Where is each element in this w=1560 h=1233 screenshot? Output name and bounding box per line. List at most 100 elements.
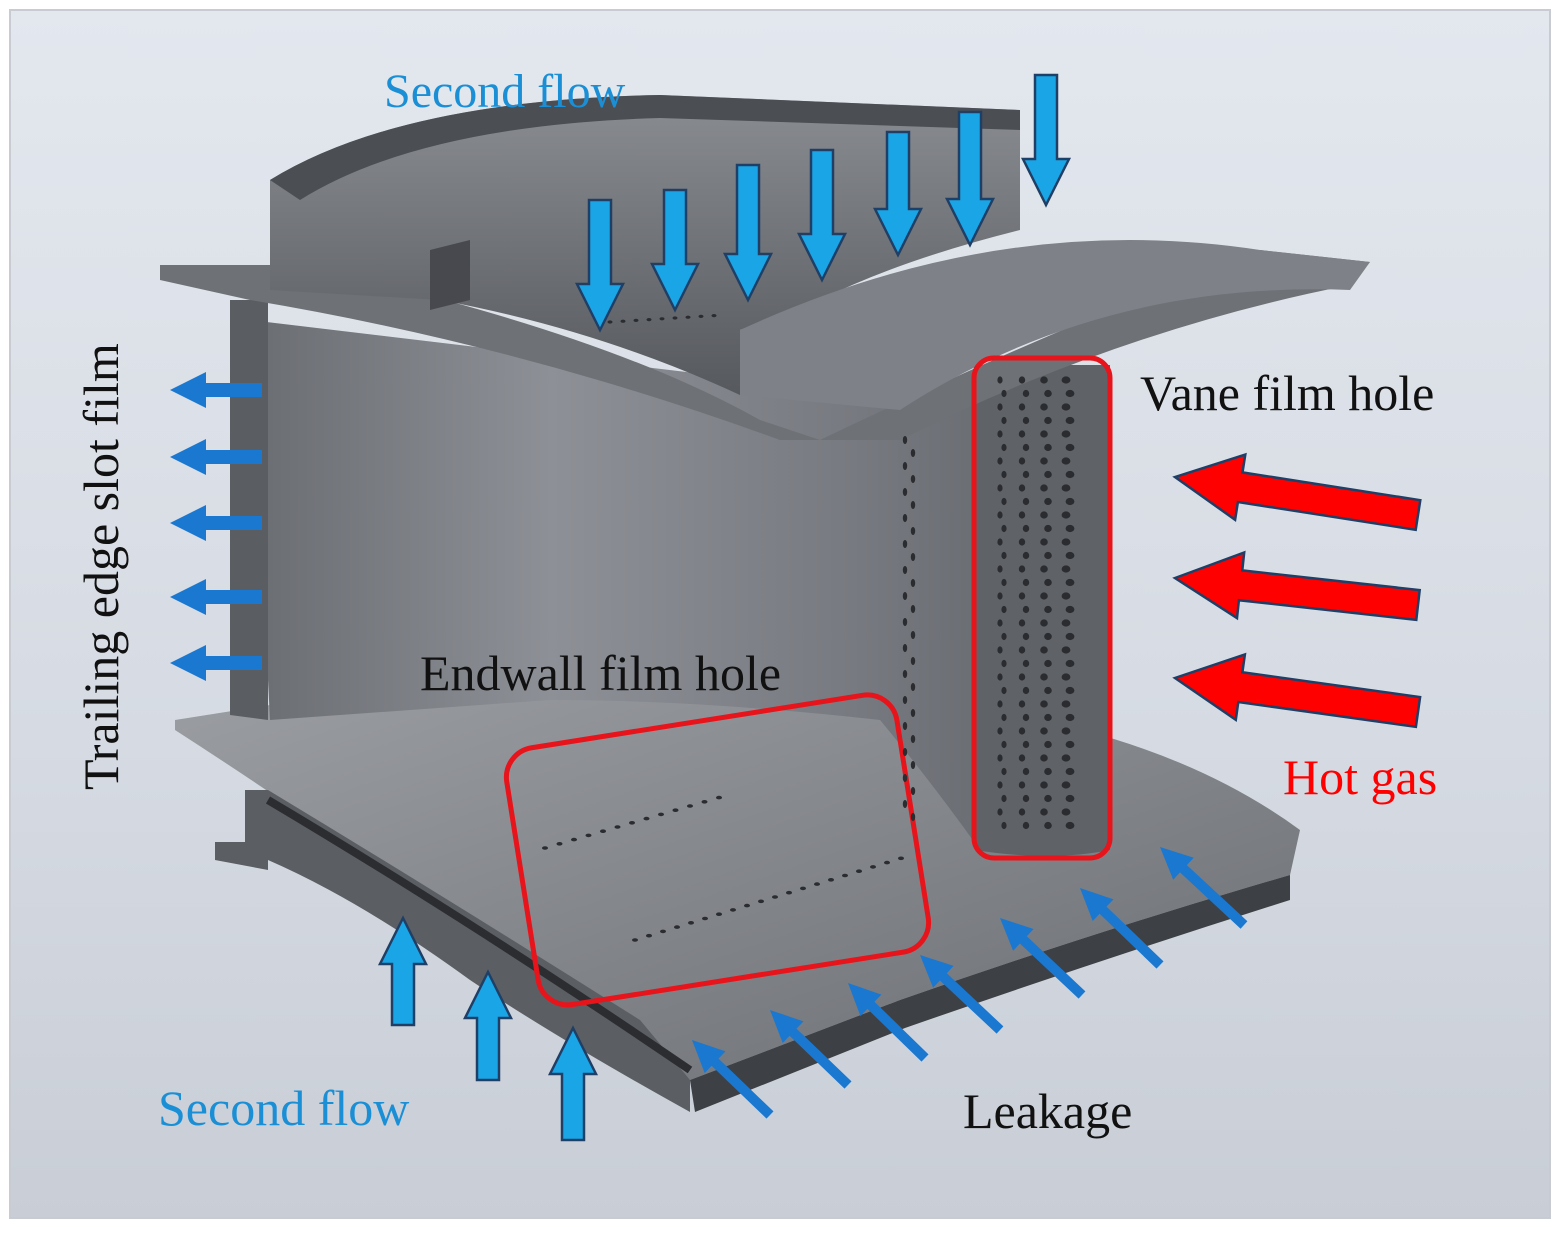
vane-film-hole (1001, 524, 1007, 533)
arrow-left-icon (1172, 550, 1422, 622)
vane-film-hole (910, 605, 916, 613)
vane-film-hole (1044, 551, 1052, 560)
vane-film-hole (902, 462, 908, 470)
vane-film-hole (997, 646, 1003, 654)
arrow-left-icon (170, 372, 262, 408)
arrow-diagonal-icon (692, 1040, 774, 1119)
vane-film-hole (1018, 592, 1026, 600)
vane-film-hole (1001, 605, 1007, 614)
leakage-arrows (692, 847, 1248, 1119)
vane-film-hole (1001, 497, 1007, 506)
hot-gas-label: Hot gas (1283, 749, 1438, 805)
endwall-film-hole (585, 833, 592, 838)
vane-film-hole (1040, 727, 1048, 735)
vane-film-hole (1018, 781, 1026, 789)
endwall-film-hole (688, 921, 694, 925)
vane-film-hole (1065, 605, 1075, 614)
vane-film-hole (1061, 430, 1071, 438)
vane-film-hole (1061, 457, 1071, 465)
vane-film-hole (1040, 700, 1048, 708)
vane-film-hole (1040, 646, 1048, 654)
second-flow-bottom-label: Second flow (158, 1080, 410, 1136)
arrow-diagonal-icon (1080, 888, 1164, 969)
arrow-up-icon (377, 915, 429, 1027)
vane-film-hole (910, 683, 916, 691)
vane-film-hole (902, 436, 908, 444)
arrow-left-icon (170, 645, 262, 681)
vane-film-hole (1061, 403, 1071, 411)
vane-film-hole (902, 618, 908, 626)
vane-film-hole (1065, 416, 1075, 425)
vane-film-hole (1065, 470, 1075, 479)
vane-film-hole (910, 579, 916, 587)
endwall-film-hole (716, 912, 722, 916)
vane-film-hole (910, 735, 916, 743)
vane-film-hole (1065, 632, 1075, 641)
vane-film-hole (1022, 470, 1030, 479)
arrow-up-icon (462, 969, 514, 1082)
vane-film-hole (1065, 389, 1075, 398)
vane-film-hole (1022, 416, 1030, 425)
vane-film-hole (1044, 605, 1052, 614)
vane-film-hole (902, 748, 908, 756)
vane-film-hole (1044, 416, 1052, 425)
vane-film-hole (1040, 484, 1048, 492)
arrow-down-icon (872, 130, 924, 258)
arrow-left-icon (170, 579, 262, 615)
endwall-film-hole (870, 865, 876, 869)
endwall-film-hole (658, 812, 664, 817)
leakage-label: Leakage (963, 1083, 1133, 1139)
vane-film-hole (1018, 808, 1026, 816)
vane-film-hole (1061, 376, 1071, 384)
vane-film-hole-highlight (971, 355, 1113, 861)
vane-film-hole (1065, 659, 1075, 668)
vane-film-hole (1040, 376, 1048, 384)
vane-film-hole (1044, 524, 1052, 533)
hot-gas-arrows (1172, 452, 1422, 729)
endwall-film-hole (629, 821, 635, 825)
vane-film-hole (997, 754, 1003, 762)
vane-film-hole (1022, 605, 1030, 614)
vane-film-hole (997, 565, 1003, 573)
arrow-down-icon (722, 163, 774, 303)
endwall-film-hole-label: Endwall film hole (420, 645, 782, 701)
vane-film-hole (902, 722, 908, 730)
vane-film-hole (1044, 632, 1052, 641)
vane-film-hole (1044, 578, 1052, 587)
vane-film-hole (997, 781, 1003, 789)
vane-film-hole (1018, 457, 1026, 465)
vane-film-hole (1040, 619, 1048, 627)
vane-film-hole (1040, 457, 1048, 465)
vane-film-hole (1061, 754, 1071, 762)
arrow-left-icon (170, 505, 262, 541)
vane-film-hole (1061, 538, 1071, 546)
vane-film-hole (1044, 443, 1052, 452)
endwall-film-hole (674, 925, 680, 929)
vane-film-hole (997, 457, 1003, 465)
vane-film-hole (1022, 551, 1030, 560)
vane-film-hole (910, 631, 916, 639)
vane-film-hole (1022, 767, 1030, 776)
vane-film-hole (1040, 538, 1048, 546)
vane-film-hole (1001, 794, 1007, 803)
vane-film-hole (1001, 470, 1007, 479)
vane-film-hole (1040, 754, 1048, 762)
endwall-film-hole (772, 895, 778, 899)
vane-film-hole (997, 700, 1003, 708)
vane-film-hole (1001, 821, 1007, 830)
vane-film-hole (1018, 511, 1026, 519)
vane-film-hole (902, 774, 908, 782)
endwall-film-hole (571, 837, 577, 842)
vane-film-hole (1022, 713, 1030, 722)
vane-film-hole (1061, 673, 1071, 681)
vane-film-hole (1061, 646, 1071, 654)
vane-film-hole (1001, 389, 1007, 398)
vane-film-hole (997, 430, 1003, 438)
shroud-film-hole (659, 317, 665, 321)
vane-film-hole (1001, 443, 1007, 452)
endwall-film-hole (800, 886, 806, 891)
vane-film-hole (902, 566, 908, 574)
arrow-diagonal-icon (920, 955, 1004, 1034)
